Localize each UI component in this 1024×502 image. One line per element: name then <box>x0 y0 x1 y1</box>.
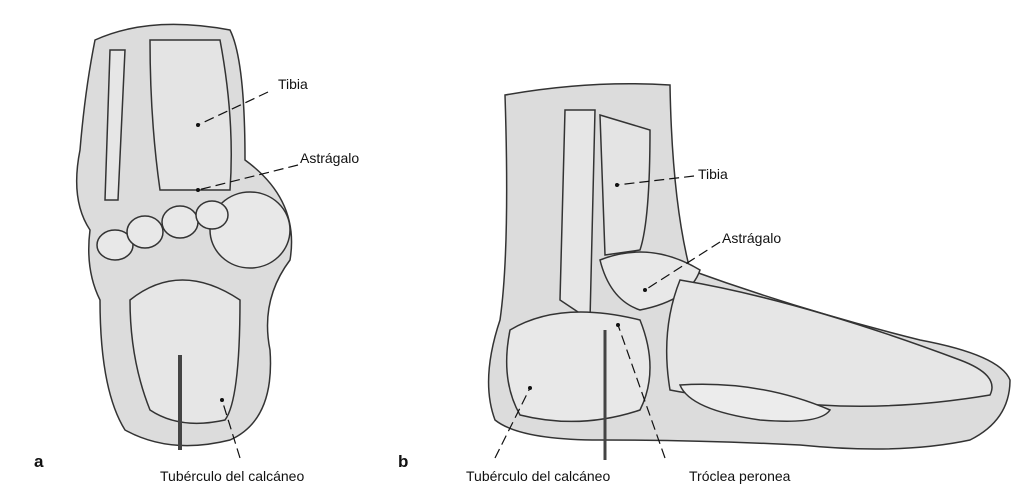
label-troclea-b: Tróclea peronea <box>689 468 791 484</box>
foot-lateral-view <box>487 83 1011 460</box>
foot-posterior-view <box>75 23 293 450</box>
label-tibia-b: Tibia <box>698 166 728 182</box>
figure-letter-b: b <box>398 452 409 471</box>
leader-lines <box>197 91 721 459</box>
label-dots <box>196 123 647 402</box>
label-tuberculo-b: Tubérculo del calcáneo <box>466 468 611 484</box>
label-tuberculo-a: Tubérculo del calcáneo <box>160 468 305 484</box>
label-tibia-a: Tibia <box>278 76 308 92</box>
label-astragalo-b: Astrágalo <box>722 230 782 246</box>
figure-letter-a: a <box>34 452 44 471</box>
label-astragalo-a: Astrágalo <box>300 150 360 166</box>
